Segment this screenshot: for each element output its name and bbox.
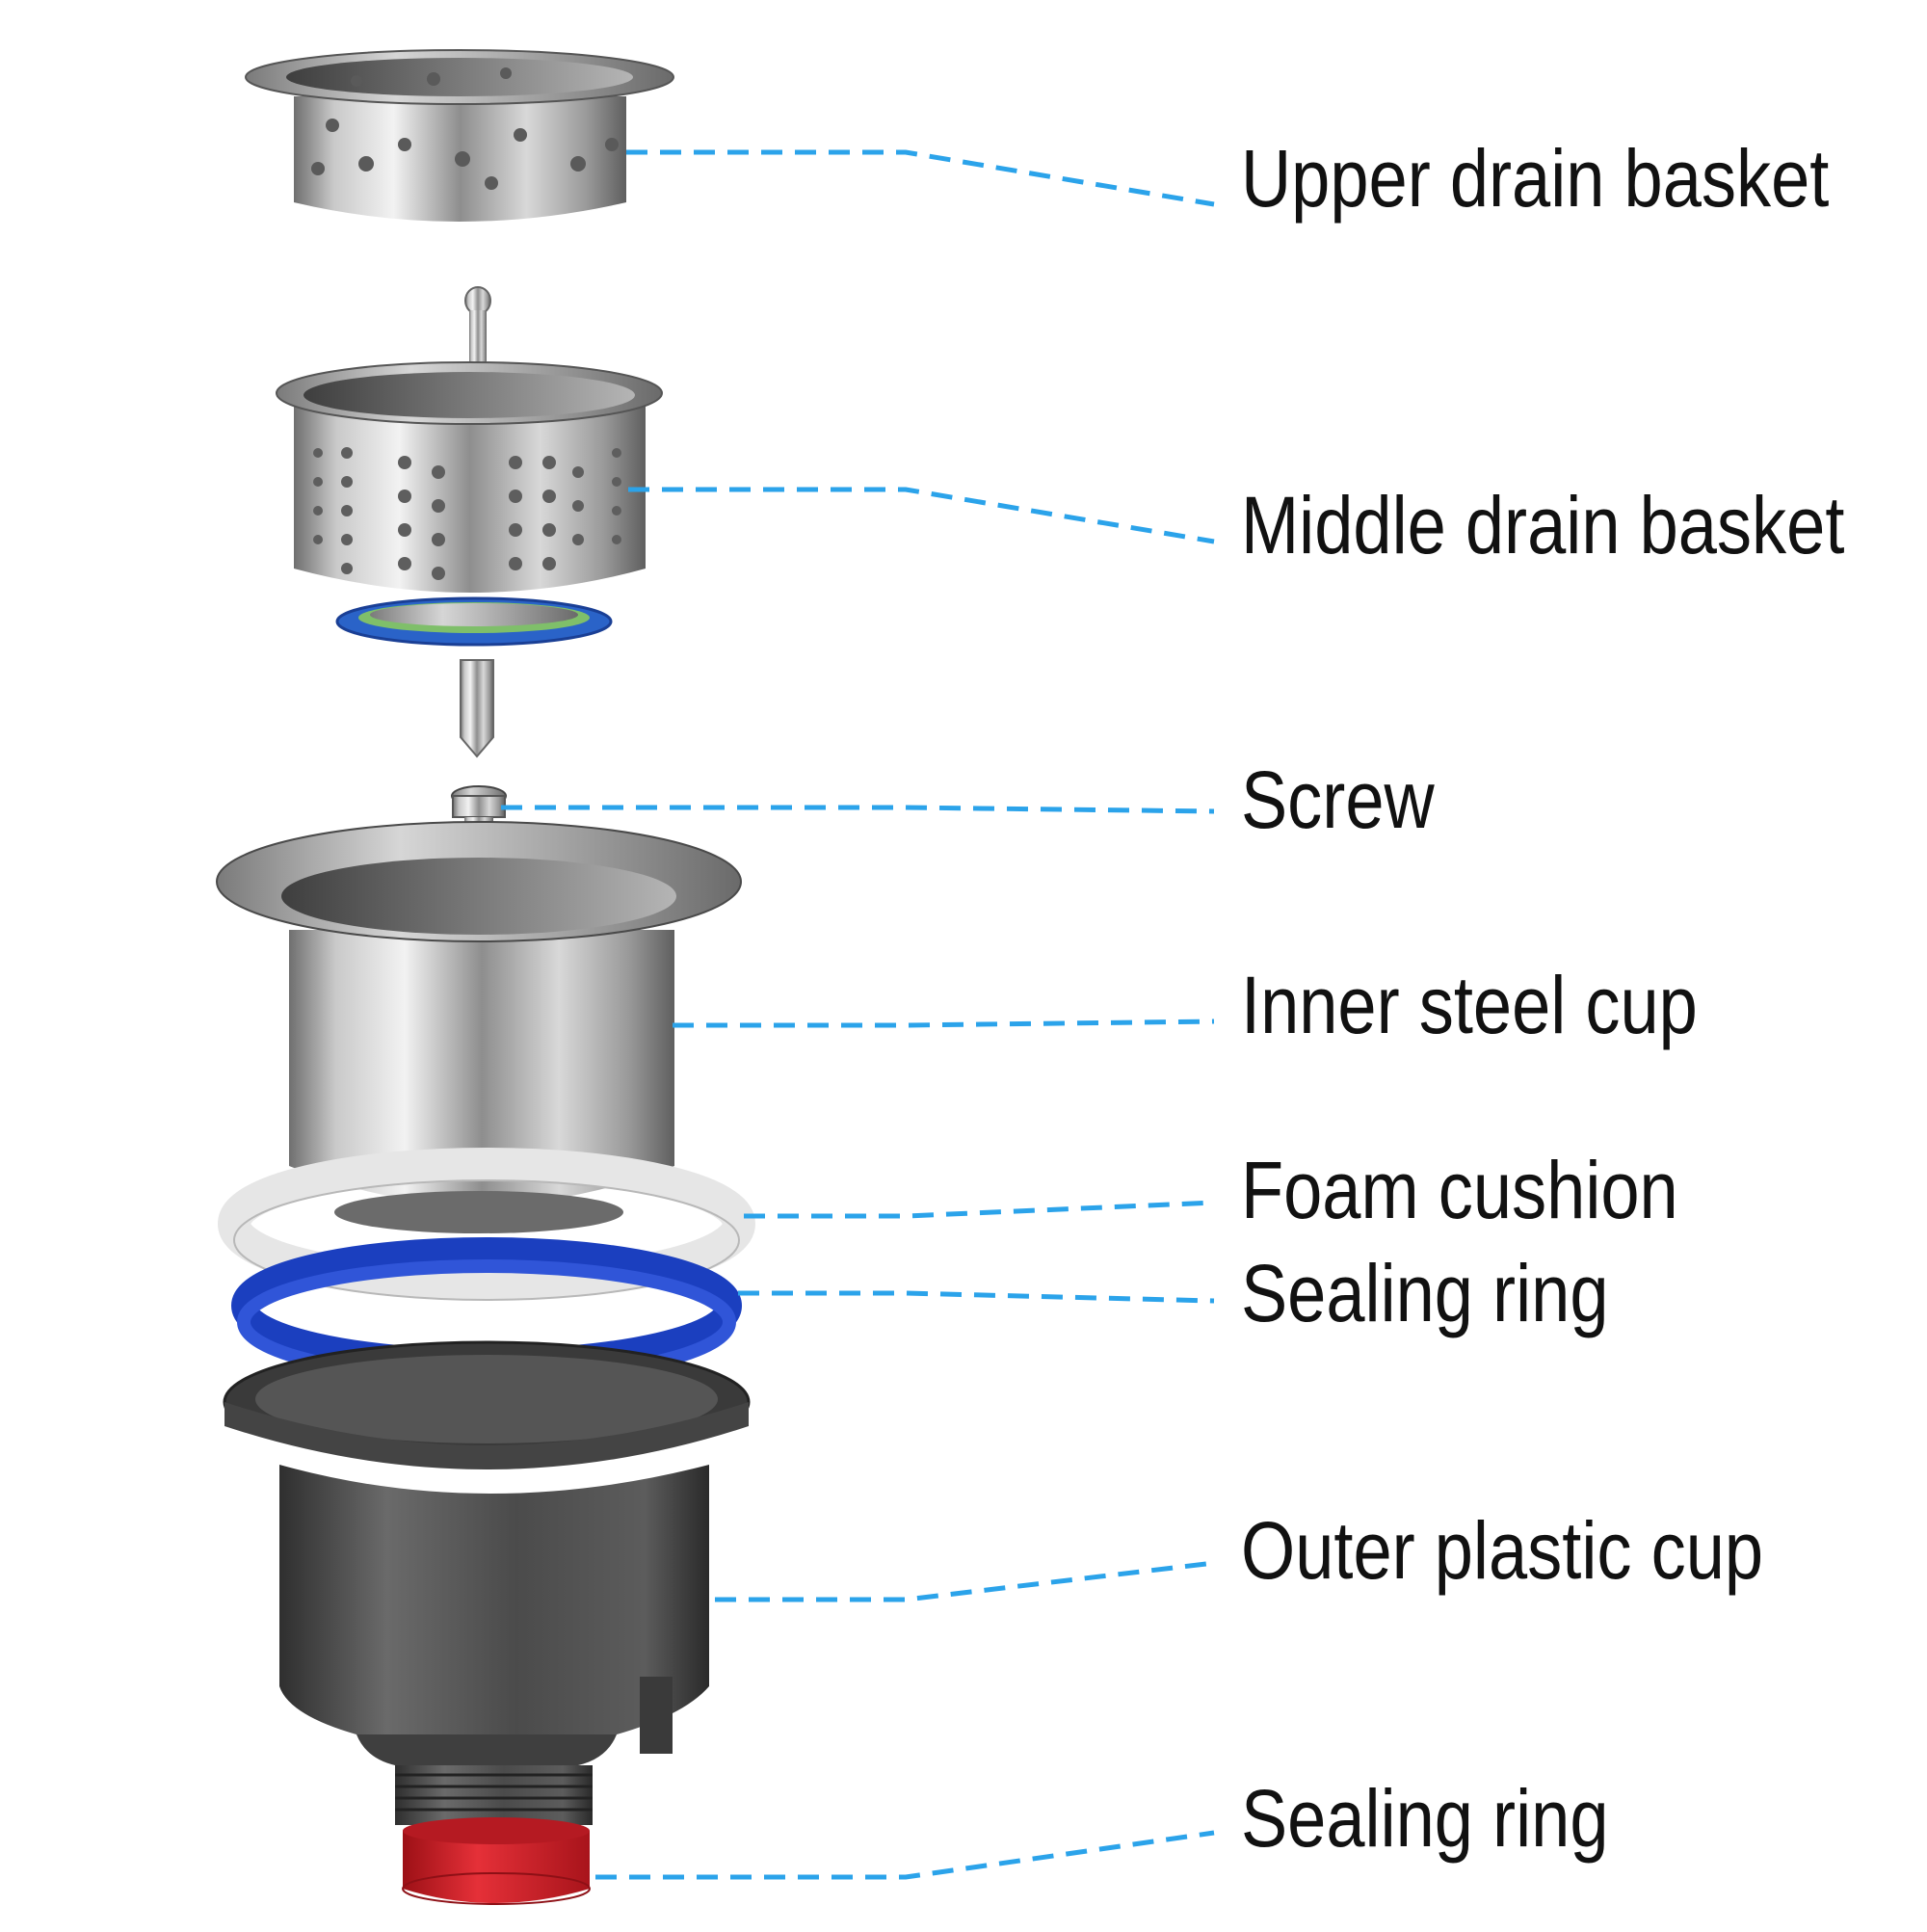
leader-inner-steel-cup bbox=[673, 1019, 1215, 1028]
leader-sealing-ring-lower bbox=[595, 1830, 1215, 1880]
outer-plastic-cup bbox=[223, 1340, 751, 1825]
middle-drain-basket bbox=[276, 286, 663, 758]
label-foam-cushion: Foam cushion bbox=[1241, 1145, 1678, 1235]
label-screw: Screw bbox=[1241, 754, 1435, 845]
leader-foam-cushion bbox=[744, 1200, 1215, 1219]
upper-drain-basket bbox=[245, 49, 674, 222]
leader-middle-drain-basket bbox=[628, 487, 1215, 544]
leader-sealing-ring-upper bbox=[738, 1290, 1215, 1304]
label-middle-drain-basket: Middle drain basket bbox=[1241, 480, 1845, 570]
sealing-ring-lower bbox=[402, 1817, 591, 1905]
foam-cushion bbox=[218, 1148, 755, 1301]
label-outer-plastic-cup: Outer plastic cup bbox=[1241, 1505, 1764, 1596]
label-upper-drain-basket: Upper drain basket bbox=[1241, 133, 1830, 224]
leader-upper-drain-basket bbox=[626, 149, 1215, 207]
label-sealing-ring-lower: Sealing ring bbox=[1241, 1773, 1609, 1864]
label-sealing-ring-upper: Sealing ring bbox=[1241, 1248, 1609, 1338]
label-inner-steel-cup: Inner steel cup bbox=[1241, 960, 1698, 1050]
leader-screw bbox=[501, 805, 1215, 814]
leader-lines bbox=[501, 149, 1215, 1880]
inner-steel-cup bbox=[216, 821, 742, 1233]
leader-outer-plastic-cup bbox=[715, 1560, 1215, 1602]
